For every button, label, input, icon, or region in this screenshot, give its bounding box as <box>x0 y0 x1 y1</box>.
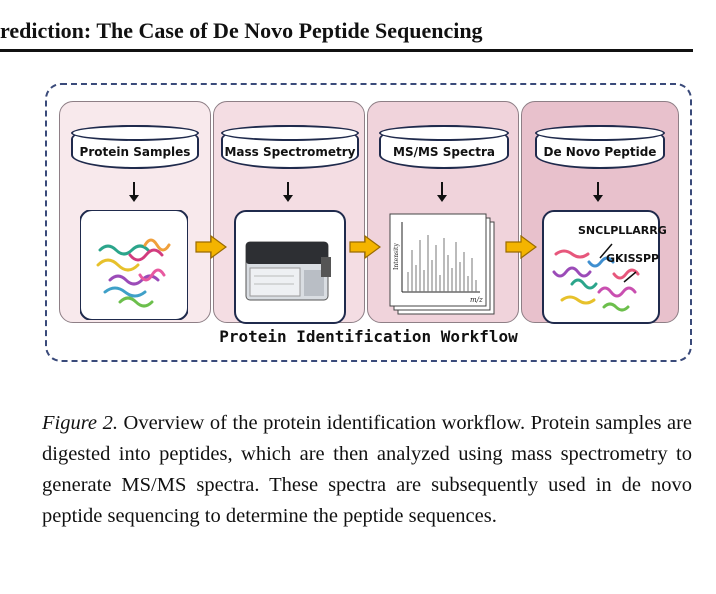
caption-text: Overview of the protein identification w… <box>42 412 692 527</box>
running-header-title: rediction: The Case of De Novo Peptide S… <box>0 18 483 43</box>
flow-arrow-icon <box>505 235 537 259</box>
spectrum-plot: Intensity m/z <box>389 213 495 315</box>
panel-protein-samples: Protein Samples <box>59 101 211 323</box>
caption-label: Figure 2. <box>42 412 118 434</box>
down-arrow-icon <box>593 182 603 202</box>
protein-structure-image <box>79 209 189 321</box>
peptide-strands-icon <box>552 243 640 312</box>
stage-cylinder: MS/MS Spectra <box>379 125 509 169</box>
stage-cylinder: Mass Spectrometry <box>221 125 359 169</box>
down-arrow-icon <box>129 182 139 202</box>
panel-de-novo-peptide: De Novo Peptide SNCLPLLARRG GKISSPP <box>521 101 679 324</box>
peptide-sequence-label: GKISSPP <box>606 252 660 265</box>
stage-label: Protein Samples <box>79 145 191 159</box>
panel-msms-spectra: MS/MS Spectra <box>367 101 519 323</box>
mass-spectrometer-image <box>234 210 346 324</box>
stage-label: MS/MS Spectra <box>393 145 495 159</box>
mass-spectrometer-icon <box>245 241 331 301</box>
spectrum-xlabel: m/z <box>470 296 483 304</box>
figure-title: Protein Identification Workflow <box>219 327 518 346</box>
figure-caption: Figure 2. Overview of the protein identi… <box>42 408 692 532</box>
peptide-sequence-label: SNCLPLLARRG <box>578 224 667 237</box>
stage-label: Mass Spectrometry <box>224 145 356 159</box>
panel-mass-spectrometry: Mass Spectrometry <box>213 101 365 324</box>
stage-label: De Novo Peptide <box>543 145 657 159</box>
stage-cylinder: Protein Samples <box>71 125 199 169</box>
workflow-figure: Protein Samples Mass Spectrome <box>45 83 692 362</box>
header-rule <box>0 49 693 52</box>
flow-arrow-icon <box>195 235 227 259</box>
flow-arrow-icon <box>349 235 381 259</box>
stage-cylinder: De Novo Peptide <box>535 125 665 169</box>
protein-ribbon-icon <box>79 209 189 321</box>
down-arrow-icon <box>437 182 447 202</box>
down-arrow-icon <box>283 182 293 202</box>
spectra-stack: Intensity m/z <box>388 210 496 320</box>
peptide-sequences-box: SNCLPLLARRG GKISSPP <box>542 210 667 324</box>
spectrum-ylabel: Intensity <box>393 243 400 270</box>
